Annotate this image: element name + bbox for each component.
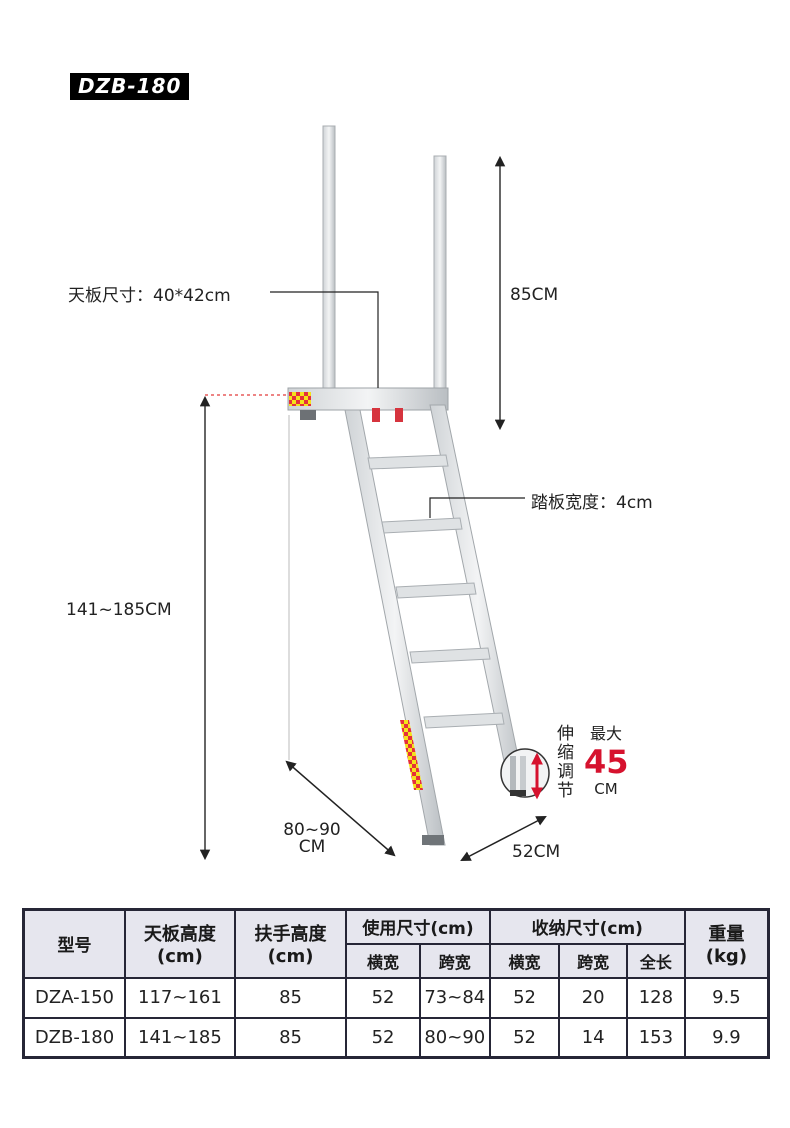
header-weight-unit: (kg) — [705, 946, 748, 968]
cell-use-span: 73~84 — [418, 976, 491, 1019]
cell-weight: 9.9 — [683, 1016, 770, 1059]
telescopic-label: 伸缩调节 — [557, 724, 574, 801]
step-width-label: 踏板宽度：4cm — [531, 493, 653, 513]
ladder-illustration — [199, 125, 550, 861]
header-use-size: 使用尺寸(cm) — [345, 908, 491, 945]
header-storage-length: 全长 — [625, 942, 686, 979]
header-storage-span: 跨宽 — [558, 942, 628, 979]
header-platform-height: 天板高度 (cm) — [124, 908, 236, 979]
ladder-rails — [344, 404, 526, 846]
cell-use-width: 52 — [345, 976, 421, 1019]
cell-model: DZA-150 — [22, 976, 127, 1019]
handrail-posts — [322, 125, 447, 393]
header-platform-height-unit: (cm) — [156, 946, 203, 968]
cell-use-width: 52 — [345, 1016, 421, 1059]
cell-storage-span: 20 — [558, 976, 628, 1019]
span-width-value: 80~90 — [283, 820, 341, 840]
cell-platform-height: 117~161 — [124, 976, 236, 1019]
telescopic-detail — [500, 748, 550, 800]
spec-table: 型号 天板高度 (cm) 扶手高度 (cm) 使用尺寸(cm) 收纳尺寸(cm)… — [22, 908, 770, 1059]
header-use-width: 横宽 — [345, 942, 421, 979]
header-handrail-height: 扶手高度 (cm) — [233, 908, 348, 979]
max-unit: CM — [594, 780, 618, 798]
cell-weight: 9.5 — [683, 976, 770, 1019]
table-row: DZA-150 117~161 85 52 73~84 52 20 128 9.… — [22, 976, 770, 1019]
header-handrail-height-label: 扶手高度 — [254, 924, 327, 946]
platform-height-label: 141~185CM — [66, 600, 172, 620]
span-arrow — [285, 760, 396, 857]
step-width-leader — [429, 497, 525, 518]
cell-handrail-height: 85 — [233, 1016, 348, 1059]
cell-model: DZB-180 — [22, 1016, 127, 1059]
cell-storage-width: 52 — [488, 976, 561, 1019]
header-use-span: 跨宽 — [418, 942, 491, 979]
header-storage-width: 横宽 — [488, 942, 561, 979]
cell-use-span: 80~90 — [418, 1016, 491, 1059]
platform — [287, 387, 449, 422]
header-model: 型号 — [22, 908, 127, 979]
header-platform-height-label: 天板高度 — [143, 924, 216, 946]
handrail-height-label: 85CM — [510, 285, 559, 305]
base-width-label: 52CM — [512, 842, 561, 862]
header-handrail-height-unit: (cm) — [267, 946, 314, 968]
header-storage-size: 收纳尺寸(cm) — [488, 908, 686, 945]
span-width-unit: CM — [298, 837, 326, 857]
header-weight-label: 重量 — [708, 924, 745, 946]
cell-storage-length: 128 — [625, 976, 686, 1019]
header-weight: 重量 (kg) — [683, 908, 770, 979]
cell-handrail-height: 85 — [233, 976, 348, 1019]
cell-storage-span: 14 — [558, 1016, 628, 1059]
max-extension-block: 最大 45 CM — [584, 724, 629, 798]
table-row: DZB-180 141~185 85 52 80~90 52 14 153 9.… — [22, 1016, 770, 1059]
cell-storage-length: 153 — [625, 1016, 686, 1059]
span-width-label: 80~90 CM — [282, 822, 342, 856]
cell-platform-height: 141~185 — [124, 1016, 236, 1059]
model-badge: DZB-180 — [70, 73, 190, 100]
platform-size-label: 天板尺寸：40*42cm — [68, 286, 231, 306]
platform-size-leader — [270, 291, 379, 388]
max-label: 最大 — [589, 724, 622, 743]
ladder-rungs — [367, 454, 505, 729]
base-width-arrow — [460, 816, 547, 861]
max-value: 45 — [584, 743, 629, 781]
cell-storage-width: 52 — [488, 1016, 561, 1059]
